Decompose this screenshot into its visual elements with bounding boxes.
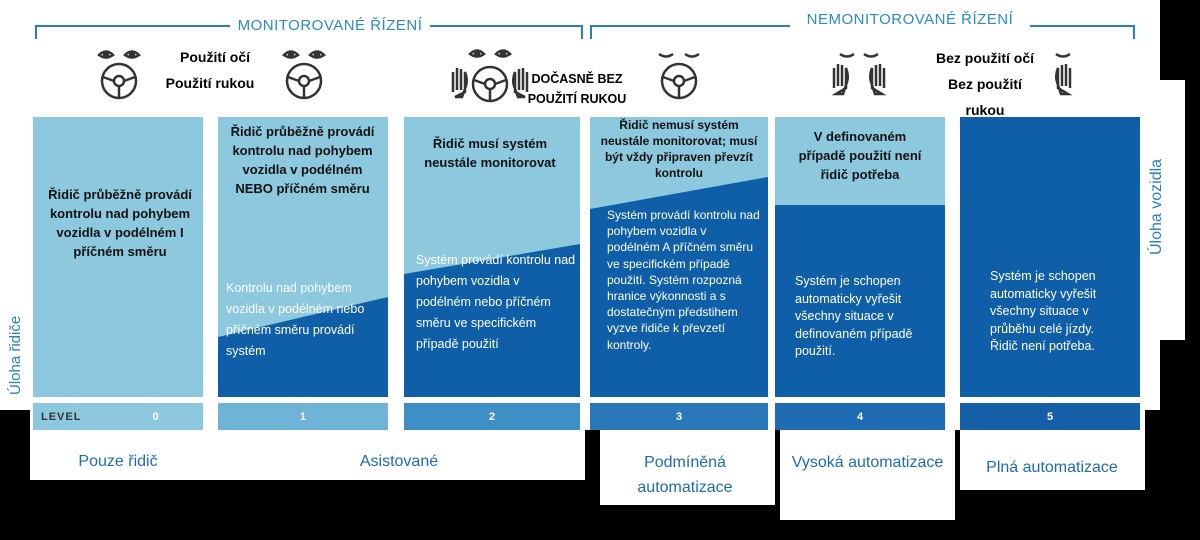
- closed-eyes-raised-hands-icon: [831, 52, 887, 96]
- no-eyes-label-box: [915, 40, 1055, 125]
- unmonitored-header: NEMONITOROVANÉ ŘÍZENÍ: [790, 7, 1030, 33]
- temp-hands-label-line2: POUŽITÍ RUKOU: [527, 92, 627, 106]
- eyes-hands-steering-icon-0: [97, 50, 141, 100]
- level0-driver-panel: [33, 117, 203, 397]
- vehicle-task-side-label: Úloha vozidla: [1148, 158, 1165, 255]
- level-4-cell: 4: [775, 403, 945, 430]
- category-high: Vysoká automatizace: [791, 454, 944, 471]
- level-0-cell: 0: [108, 403, 203, 430]
- hands-label-line2: Použití rukou: [165, 75, 255, 91]
- no-eyes-label-line1: Bez použití očí: [936, 50, 1034, 66]
- level-5-cell: 5: [960, 403, 1140, 430]
- level3-driver-panel: [590, 117, 768, 209]
- eyes-hands-steering-icon-1: [282, 50, 326, 100]
- level2-driver-panel: [404, 117, 580, 274]
- no-hands-label-line3: rukou: [965, 102, 1005, 118]
- level-2-cell: 2: [404, 403, 580, 430]
- level3-driver-text: Řidič nemusí systém neustále monitorovat…: [600, 118, 758, 180]
- level5-system-text: Systém je schopen automaticky vyřešit vš…: [990, 269, 1097, 353]
- level1-driver-panel: [218, 117, 388, 277]
- level-5-number: 5: [1046, 410, 1054, 423]
- level4-driver-panel: [775, 117, 945, 205]
- level2-driver-text: Řidič musí systém neustále monitorovat: [424, 136, 556, 170]
- level-4-number: 4: [856, 410, 864, 423]
- level-label: LEVEL: [41, 410, 82, 423]
- level-0-number: 0: [152, 410, 159, 423]
- closed-eyes-steering-icon: [658, 52, 700, 100]
- eyes-hands-raised-steering-icon: [451, 49, 529, 103]
- level-label-cell: LEVEL: [33, 403, 108, 430]
- level-3-number: 3: [675, 410, 683, 423]
- level-1-cell: 1: [218, 403, 388, 430]
- right-white-strip: [1140, 80, 1185, 340]
- level1-system-text: Kontrolu nad pohybem vozidla v podélném …: [226, 281, 365, 358]
- category-conditional: Podmíněná automatizace: [637, 454, 733, 496]
- level3-system-text: Systém provádí kontrolu nad pohybem vozi…: [607, 208, 760, 352]
- driver-task-side-label: Úloha řidiče: [7, 315, 24, 395]
- category-driver-only: Pouze řidič: [78, 453, 158, 470]
- category-full: Plná automatizace: [986, 459, 1118, 476]
- left-white-panel: [0, 220, 30, 400]
- category-assisted: Asistované: [359, 453, 439, 470]
- monitored-header: MONITOROVANÉ ŘÍZENÍ: [230, 15, 430, 37]
- level1-driver-text: Řidič průběžně provádí kontrolu nad pohy…: [230, 124, 375, 196]
- level2-system-text: Systém provádí kontrolu nad pohybem vozi…: [416, 253, 576, 351]
- raised-hand-icon: [1054, 52, 1073, 96]
- level-3-cell: 3: [590, 403, 768, 430]
- eyes-label-line1: Použití očí: [180, 49, 250, 65]
- level5-system-panel: [960, 117, 1140, 397]
- level-bar: [33, 403, 1140, 430]
- no-hands-label-line2: Bez použití: [948, 76, 1022, 92]
- temp-hands-label-line1: DOČASNĚ BEZ: [531, 72, 623, 86]
- level4-system-text: Systém je schopen automaticky vyřešit vš…: [795, 274, 913, 358]
- level0-driver-text: Řidič průběžně provádí kontrolu nad pohy…: [48, 187, 192, 259]
- level4-driver-text: V definovaném případě použití není řidič…: [798, 129, 922, 182]
- level1-driver-panel-tail: [218, 277, 388, 337]
- level-2-number: 2: [488, 410, 496, 423]
- level-1-number: 1: [299, 410, 307, 423]
